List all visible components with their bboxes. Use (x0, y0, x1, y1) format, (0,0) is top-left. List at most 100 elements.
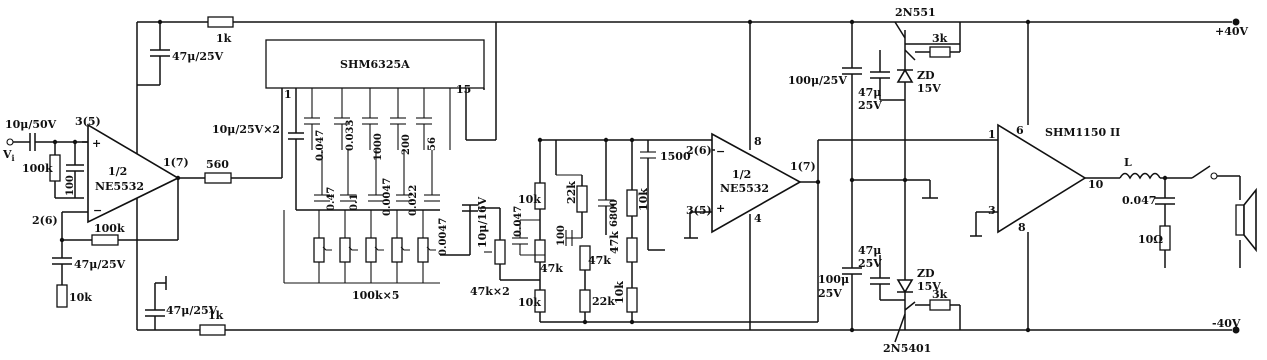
r-1k-bottom (199, 324, 226, 336)
zener-bottom-symbol (896, 279, 914, 294)
c-zobel-label: 0.047 (1122, 194, 1156, 207)
top-decoupling: 1k 47μ/25V (137, 16, 234, 86)
eq-cap-bottom-4: 0.022 (408, 185, 419, 216)
transistor-bottom: 2N5401 (883, 300, 931, 355)
c-zd-bottom-line1: 47μ (858, 244, 881, 257)
eq-pot-5 (417, 237, 429, 263)
inductor-label: L (1124, 156, 1132, 169)
r-1k-top-label: 1k (216, 32, 232, 45)
r-tone-22k-a (576, 185, 588, 213)
tone-22k-a-label: 22k (565, 181, 578, 204)
tone-10k-b-label: 10k (518, 296, 541, 309)
amp-pin-8: 8 (1018, 221, 1026, 234)
c-zd-top-line2: 25V (858, 99, 882, 112)
tone-section: 10μ/16V 47k×2 10k 47k 10k 0.047 22k (440, 139, 750, 323)
inductor-coil (1119, 172, 1161, 180)
r-10k-fb (56, 284, 68, 308)
r-1k-bottom-label: 1k (208, 309, 224, 322)
opamp-2-pin-4: 4 (754, 212, 762, 225)
r-3k-bottom-label: 3k (932, 288, 948, 301)
input-stage: Vi 10μ/50V 100k 100 (2, 118, 88, 199)
eq-cap-column: 0.047 0.033 1000 200 56 (304, 88, 451, 161)
r-zobel-label: 10Ω (1138, 233, 1163, 246)
r-fb-gnd-label: 10k (69, 291, 92, 304)
speaker (1235, 204, 1245, 236)
c-47u-bottom-label: 47μ/25V (166, 304, 218, 317)
zd-top-line2: 15V (917, 82, 941, 95)
tr-bottom-label: 2N5401 (883, 342, 931, 355)
zener-bottom: ZD 15V (896, 180, 941, 300)
opamp-2-line2: NE5532 (720, 182, 769, 195)
tone-10k-d-label: 10k (613, 281, 626, 304)
eq-cap-top-5: 56 (427, 137, 438, 151)
tone-47k-c-label: 47k (608, 231, 621, 254)
power-amp-triangle (997, 123, 1087, 234)
output-network: L 0.047 10Ω (1119, 156, 1257, 268)
r-tone-22k-b (579, 289, 591, 313)
ic1-pin-1: 1 (284, 88, 292, 101)
eq-cap-top-3: 1000 (373, 133, 384, 161)
tone-47k-a-label: 47k (540, 262, 563, 275)
svg-text:−: − (716, 145, 725, 158)
ic1-label: SHM6325A (340, 58, 410, 71)
svg-text:−: − (93, 204, 102, 217)
r-3k-bottom (929, 299, 951, 311)
speaker-cone (1243, 187, 1257, 253)
eq-pots: 100k×5 (283, 210, 440, 302)
eq-pots-label: 100k×5 (352, 289, 399, 302)
eq-cap-top-1: 0.047 (315, 130, 326, 161)
c-47u-top-label: 47μ/25V (172, 50, 224, 63)
r-tone-10k-c (626, 189, 638, 217)
eq-cap-bottom-5: 0.0047 (438, 218, 449, 256)
r-in-label: 100k (22, 162, 53, 175)
eq-cap-bottom-2: 0.1 (349, 194, 360, 211)
tone-10k-c-label: 10k (637, 188, 650, 211)
regulators: 100μ/25V 100μ 25V 47μ 25V 47μ 25V 2N551 … (788, 6, 980, 355)
ic-shm6325a (265, 39, 485, 89)
tone-22k-b-label: 22k (592, 295, 615, 308)
opamp-1-line2: NE5532 (95, 180, 144, 193)
tone-10k-a-label: 10k (518, 193, 541, 206)
series-resistor: 560 (178, 95, 283, 184)
r-feedback-label: 100k (94, 222, 125, 235)
amp-pin-1: 1 (988, 128, 996, 141)
c-zd-bottom-line2: 25V (858, 257, 882, 270)
tone-pots-label: 47k×2 (470, 285, 510, 298)
tone-047-label: 0.047 (513, 206, 524, 237)
r-100k-feedback (91, 234, 119, 246)
amp-pin-10: 10 (1088, 178, 1104, 191)
amp-pin-6: 6 (1016, 124, 1024, 137)
minus-supply-terminal (1232, 326, 1240, 334)
eq-cap-column-bottom: 0.47 0.1 0.0047 0.022 0.0047 (314, 150, 449, 256)
ic1-pin-15: 15 (456, 83, 471, 96)
r-560 (204, 172, 232, 184)
tone-pot-bass (494, 239, 506, 265)
junctions (52, 19, 1168, 333)
opamp-2-pin-8: 8 (754, 135, 762, 148)
zd-top-line1: ZD (917, 69, 935, 82)
plus-supply-terminal (1232, 18, 1240, 26)
zener-top: ZD 15V (896, 68, 941, 180)
amp-pin-3: 3 (988, 204, 996, 217)
svg-text:+: + (716, 202, 725, 215)
c-in-label: 10μ/50V (5, 118, 57, 131)
opamp-2: − + 1/2 NE5532 2(6) 3(5) 1(7) 8 4 (648, 22, 819, 330)
opamp-2-line1: 1/2 (732, 168, 751, 181)
r-1k-top (207, 16, 234, 28)
opamp-1-pin-plus: 3(5) (75, 115, 101, 128)
opamp-1-pin-minus: 2(6) (32, 214, 58, 227)
c-supply-bottom-line2: 25V (818, 287, 842, 300)
opamp-2-pin-out: 1(7) (790, 160, 816, 173)
c-eq-in-label: 10μ/25V×2 (212, 123, 280, 136)
plus-40v-label: +40V (1215, 25, 1249, 38)
c-supply-bottom-line1: 100μ (818, 273, 849, 286)
output-switch-contact (1210, 172, 1218, 180)
eq-caps: 10μ/25V×2 0.047 0.033 1000 200 (212, 88, 451, 302)
bottom-decoupling: 1k 47μ/25V (145, 276, 226, 336)
tone-pot-47k-a (534, 239, 546, 263)
zener-top-symbol (896, 68, 914, 83)
tone-pot-47k-c (626, 237, 638, 263)
zd-bottom-line2: 15V (917, 280, 941, 293)
r-tone-10k-d (626, 287, 638, 313)
